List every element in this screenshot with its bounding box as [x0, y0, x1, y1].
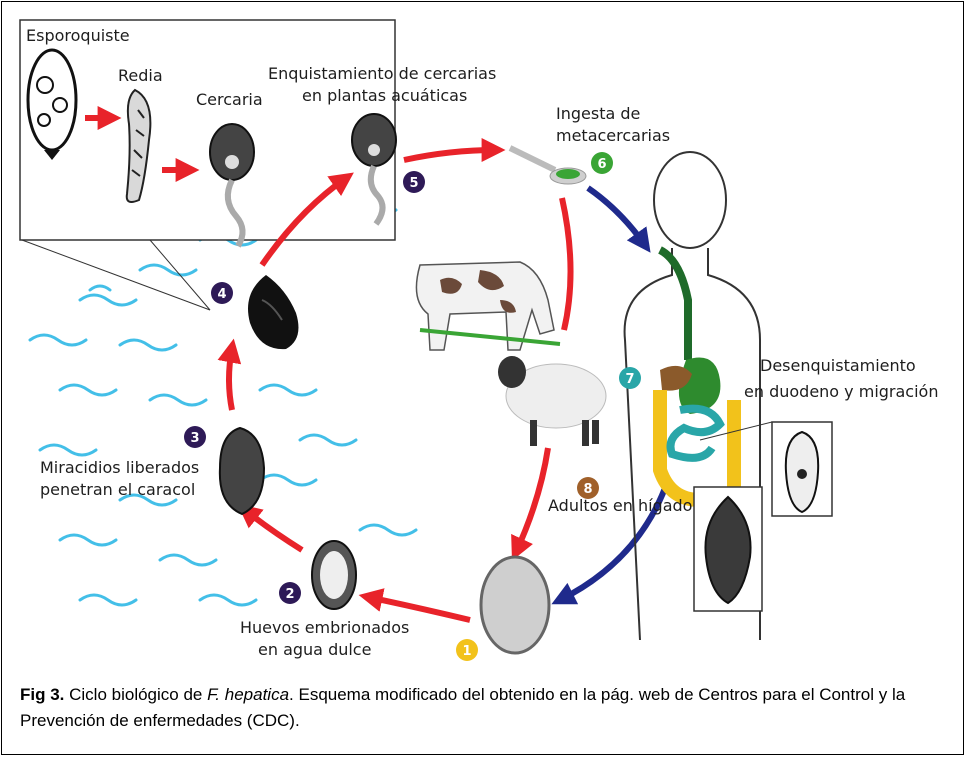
snail-icon [248, 275, 298, 349]
caption-species: F. hepatica [207, 685, 289, 704]
cow-icon [416, 262, 560, 350]
step-4: 4 [217, 287, 226, 302]
digestive-tract [660, 250, 734, 500]
label-enquistamiento-2: en plantas acuáticas [302, 86, 467, 106]
label-enquistamiento-1: Enquistamiento de cercarias [268, 64, 496, 84]
caption-text-a: Ciclo biológico de [64, 685, 207, 704]
label-miracidios-2: penetran el caracol [40, 480, 195, 500]
label-redia: Redia [118, 66, 163, 86]
label-huevos-1: Huevos embrionados [240, 618, 409, 638]
life-cycle-diagram: 1 2 3 4 5 6 7 8 [0, 0, 967, 680]
egg-icon [481, 557, 549, 653]
sheep-icon [498, 356, 606, 446]
label-desenquistamiento-1: Desenquistamiento [760, 356, 916, 376]
spoon-icon [510, 148, 586, 184]
label-miracidios-1: Miracidios liberados [40, 458, 199, 478]
embryonated-egg-icon [312, 541, 356, 609]
juvenile-fluke-icon [786, 432, 818, 512]
label-ingesta-1: Ingesta de [556, 104, 640, 124]
step-2: 2 [285, 587, 294, 602]
label-huevos-2: en agua dulce [258, 640, 371, 660]
step-5: 5 [409, 176, 418, 191]
step-3: 3 [190, 431, 199, 446]
stages-inset-box [20, 20, 395, 240]
step-6: 6 [597, 157, 606, 172]
label-ingesta-2: metacercarias [556, 126, 670, 146]
label-esporoquiste: Esporoquiste [26, 26, 130, 46]
figure-caption: Fig 3. Ciclo biológico de F. hepatica. E… [20, 682, 960, 734]
label-cercaria: Cercaria [196, 90, 263, 110]
label-adultos: Adultos en hígado [548, 496, 692, 516]
step-7: 7 [625, 372, 634, 387]
step-8: 8 [583, 482, 592, 497]
caption-figure-number: Fig 3. [20, 685, 64, 704]
miracidium-icon [220, 428, 264, 514]
label-desenquistamiento-2: en duodeno y migración [744, 382, 938, 402]
step-1: 1 [462, 644, 471, 659]
